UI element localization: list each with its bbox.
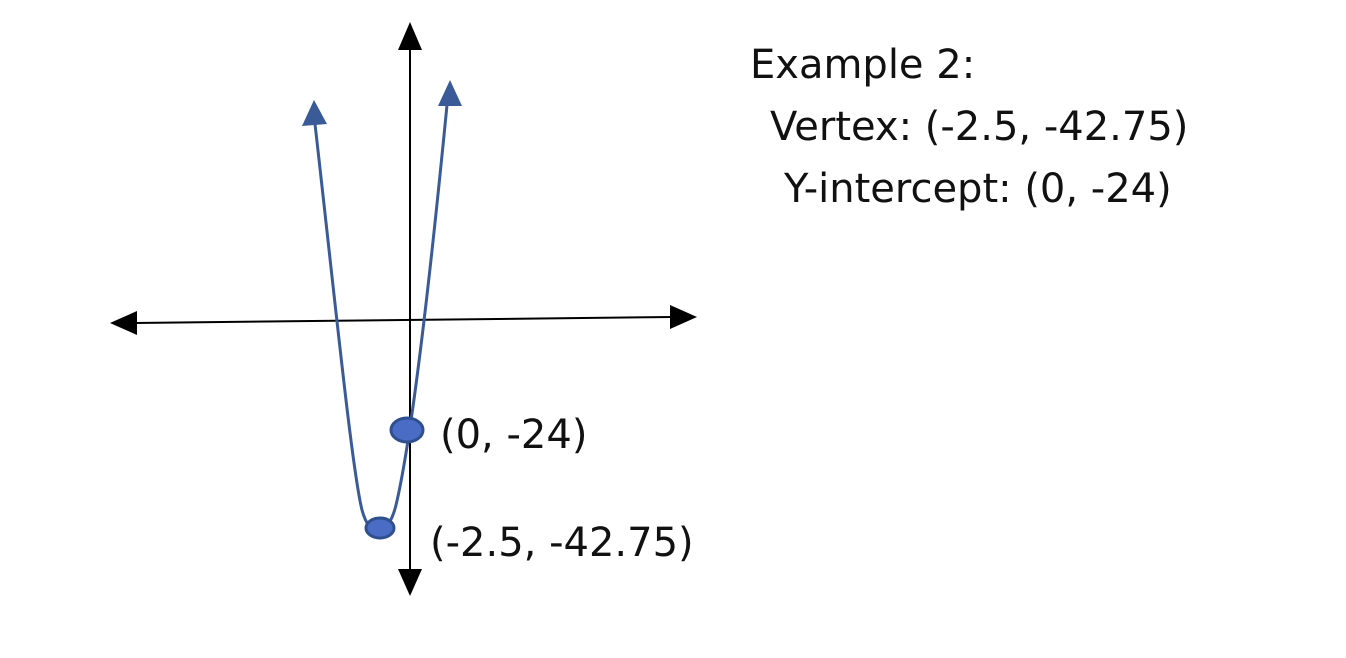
vertex-point	[364, 516, 396, 540]
y-axis-top-arrow-icon	[398, 22, 422, 50]
y-intercept-line: Y-intercept: (0, -24)	[784, 166, 1172, 212]
y-intercept-label: (0, -24)	[440, 412, 587, 458]
example-info: Example 2: Vertex: (-2.5, -42.75) Y-inte…	[750, 34, 1188, 220]
x-axis	[134, 316, 673, 324]
y-axis-bottom-arrow-icon	[398, 569, 422, 596]
example-title: Example 2:	[750, 42, 976, 88]
vertex-line: Vertex: (-2.5, -42.75)	[770, 104, 1189, 150]
x-axis-left-arrow-icon	[110, 311, 137, 335]
curve-right-arrow-icon	[438, 80, 462, 106]
parabola-curve	[313, 104, 449, 533]
y-intercept-point	[389, 416, 425, 444]
vertex-label: (-2.5, -42.75)	[430, 520, 694, 566]
x-axis-right-arrow-icon	[670, 305, 697, 329]
curve-left-arrow-icon	[302, 100, 327, 126]
